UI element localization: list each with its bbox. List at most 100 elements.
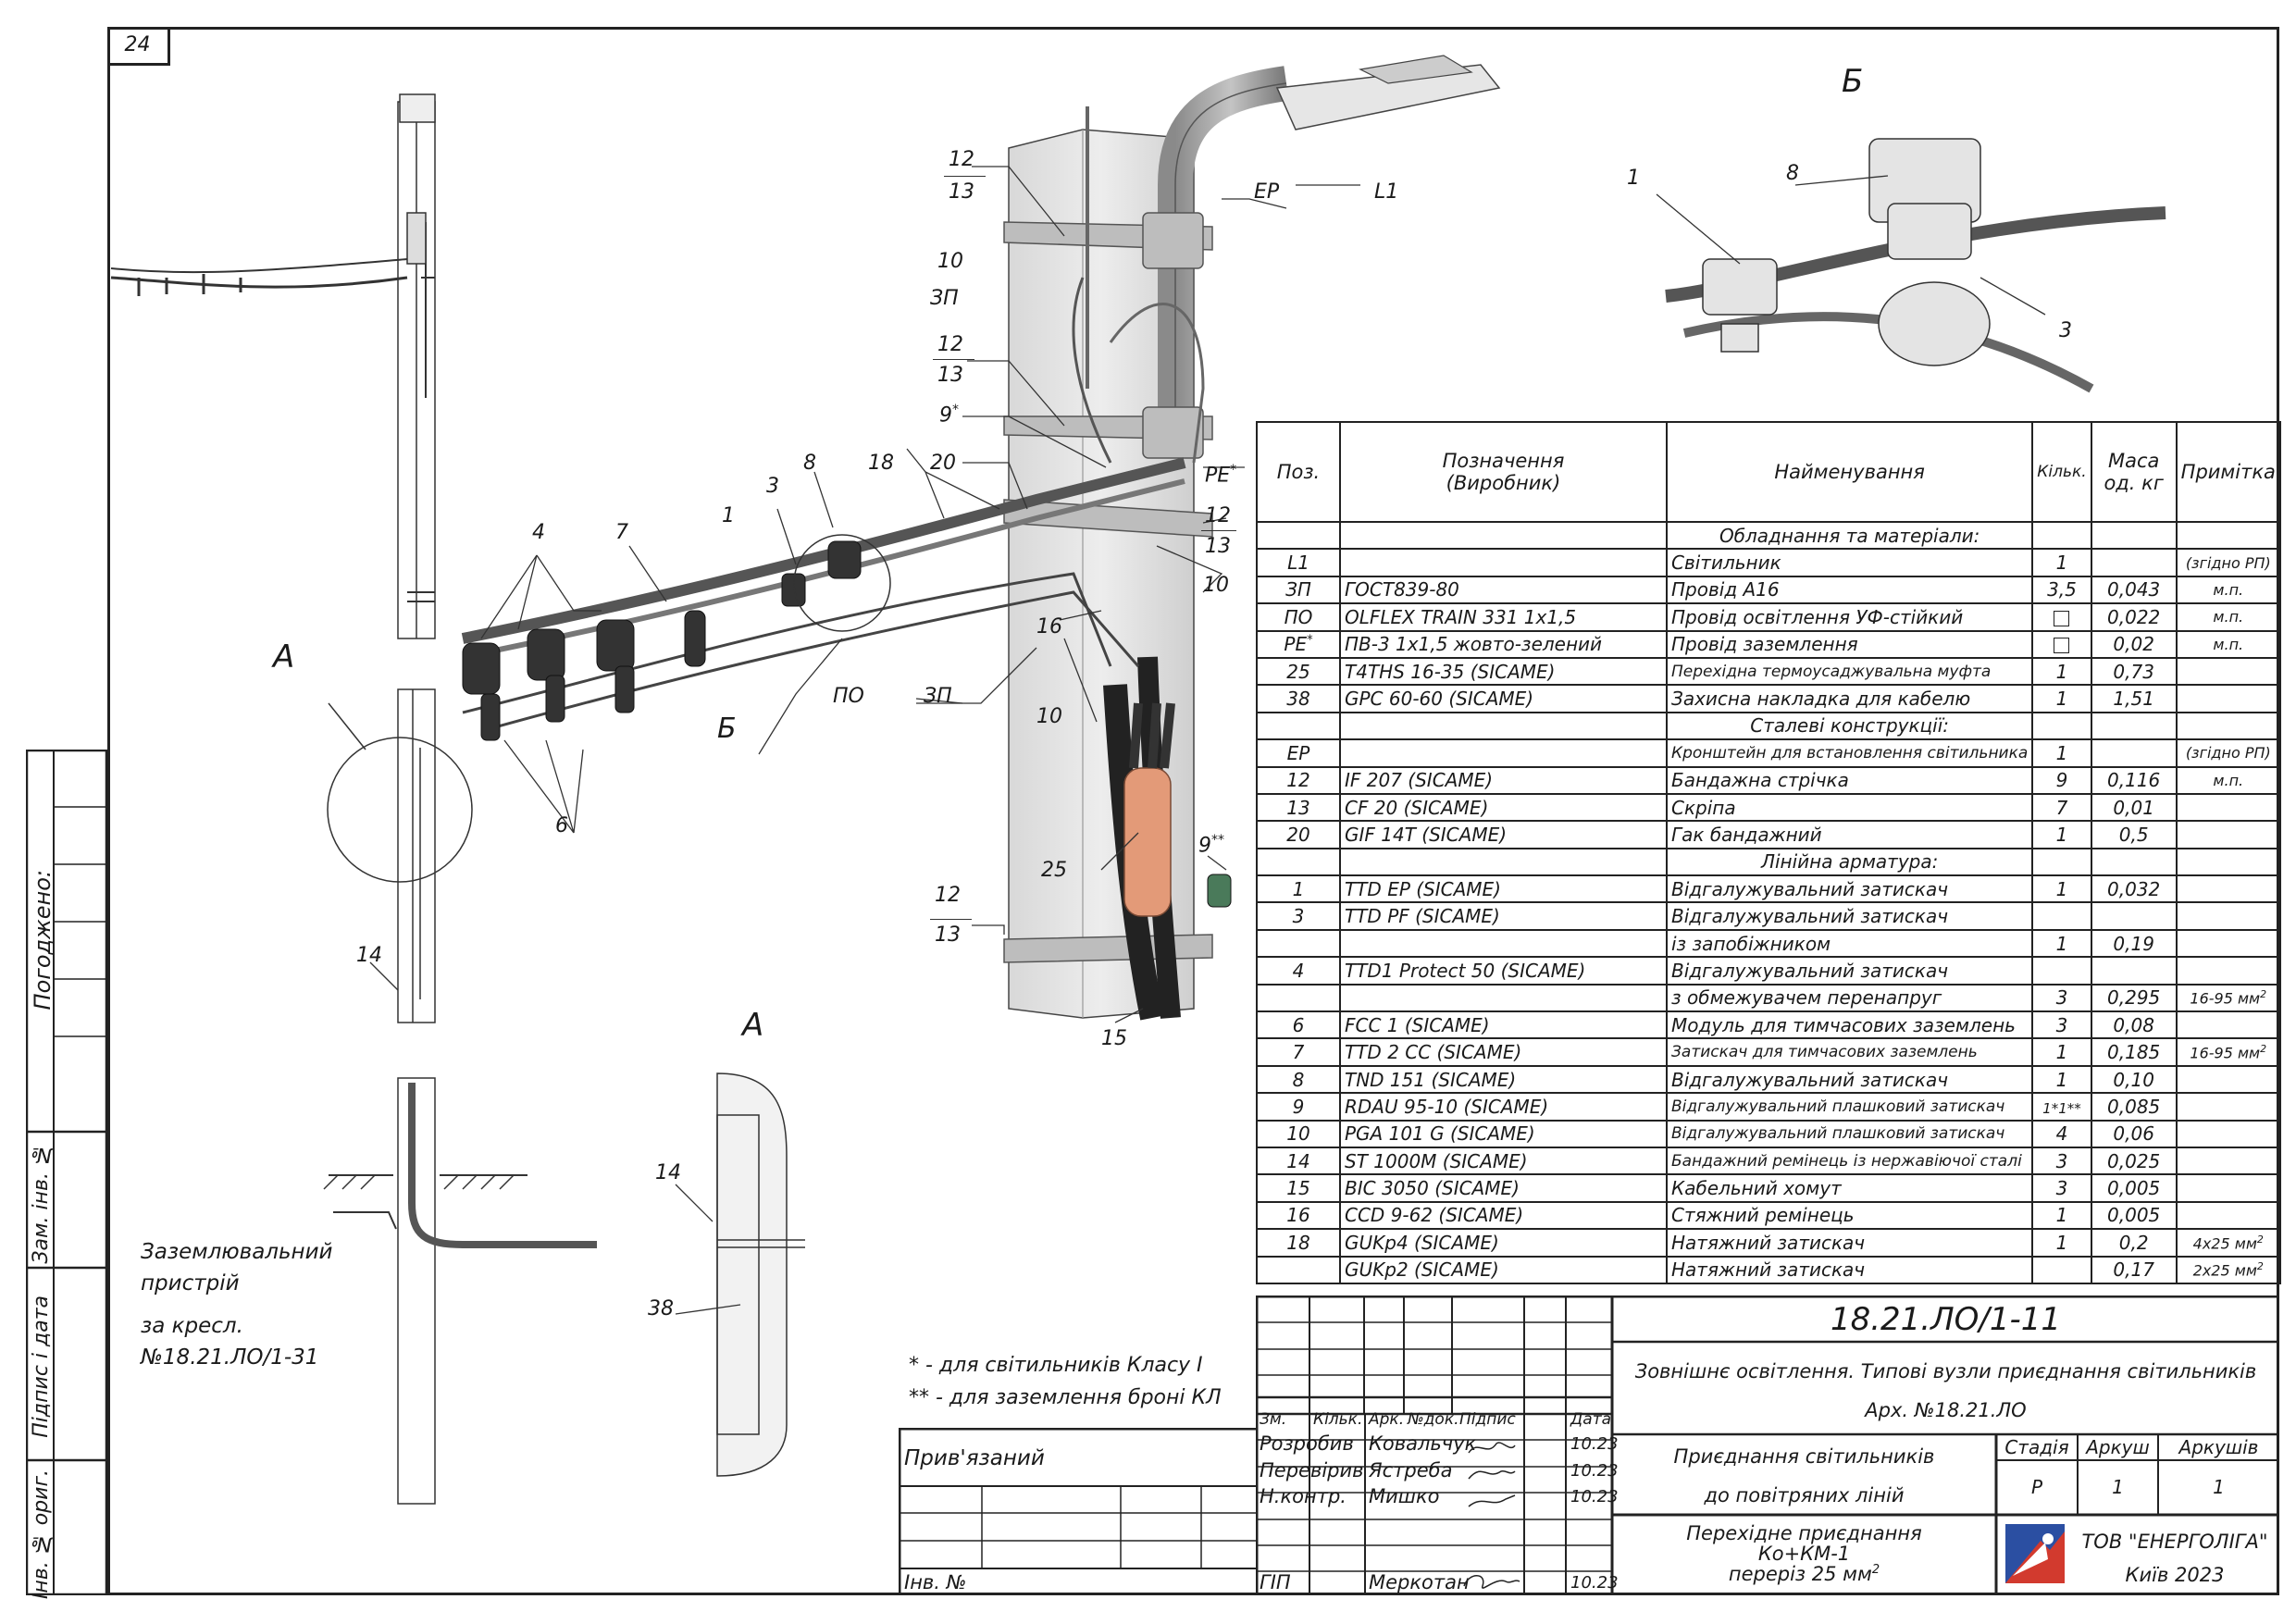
- spec-note: м.п.: [2175, 629, 2281, 659]
- spec-code: GUKp4 (SICAME): [1339, 1228, 1668, 1258]
- spec-pos-text: 4: [1292, 959, 1305, 982]
- spec-note: [2175, 820, 2281, 849]
- spec-qty-text: 1*1**: [2042, 1099, 2081, 1117]
- view-b-callout-1: 1: [1627, 167, 1640, 190]
- spec-code: CCD 9-62 (SICAME): [1339, 1200, 1668, 1231]
- spec-qty: 1*1**: [2031, 1092, 2092, 1122]
- spec-pos: РЕ*: [1256, 629, 1341, 659]
- spec-mass: 0,5: [2090, 820, 2178, 849]
- checkbox-square-icon: [2054, 638, 2070, 654]
- callout-6: 6: [555, 814, 568, 837]
- spec-note-text: 4х25 мм: [2192, 1234, 2257, 1253]
- spec-pos: [1256, 928, 1341, 959]
- spec-note: [2175, 1010, 2281, 1040]
- spec-name: Гак бандажний: [1665, 820, 2034, 849]
- spec-qty-text: 3,5: [2047, 578, 2077, 601]
- spec-name: Відгалужувальний затискач: [1665, 874, 2034, 904]
- spec-pos: [1256, 1255, 1341, 1284]
- header-designation: Позначення(Виробник): [1339, 421, 1668, 523]
- callout-25: 25: [1041, 859, 1067, 882]
- spec-name: Відгалужувальний плашковий затискач: [1665, 1119, 2034, 1148]
- spec-mass: 0,043: [2090, 575, 2178, 605]
- spec-pos: 4: [1256, 956, 1341, 986]
- callout-18: 18: [868, 452, 894, 475]
- role-developed-date: 10.23: [1570, 1434, 1619, 1454]
- spec-name: Провід заземлення: [1665, 629, 2034, 659]
- spec-pos-text: ПО: [1284, 605, 1313, 628]
- spec-mass: 0,005: [2090, 1173, 2178, 1203]
- spec-mass: [2090, 901, 2178, 931]
- spec-name: з обмежувачем перенапруг: [1665, 983, 2034, 1013]
- callout-13a: 13: [949, 180, 974, 204]
- spec-qty-text: 1: [2055, 688, 2068, 711]
- spec-mass: 0,01: [2090, 792, 2178, 823]
- spec-cell-empty: [2090, 711, 2178, 741]
- view-a-detail: [323, 1072, 805, 1505]
- spec-qty: 3: [2031, 1173, 2092, 1203]
- spec-cell-empty: [2175, 847, 2281, 877]
- spec-code: [1339, 738, 1668, 768]
- spec-code: GPC 60-60 (SICAME): [1339, 684, 1668, 713]
- spec-pos: L1: [1256, 548, 1341, 577]
- spec-note: (згідно РП): [2175, 548, 2281, 577]
- role-gip: ГІП: [1260, 1571, 1291, 1593]
- spec-cell-empty: [1339, 711, 1668, 741]
- spec-pos-text: 9: [1292, 1095, 1305, 1118]
- spec-code: T4THS 16-35 (SICAME): [1339, 656, 1668, 687]
- col-pidpys: Підпис: [1459, 1410, 1516, 1429]
- spec-qty: 1: [2031, 1228, 2092, 1258]
- spec-mass: 0,2: [2090, 1228, 2178, 1258]
- spec-cell-empty: [1339, 520, 1668, 551]
- view-a-label-top: А: [273, 638, 295, 676]
- company-name: ТОВ "ЕНЕРГОЛІГА": [2081, 1531, 2268, 1553]
- spec-pos-text: 18: [1286, 1231, 1310, 1254]
- leader-lines: [369, 166, 2046, 1315]
- sheet-label: Аркуш: [2086, 1436, 2150, 1458]
- left-margin-strip: Погоджено: Зам. інв. № Підпис і дата Інв…: [26, 750, 107, 1599]
- spec-qty-text: 3: [2055, 1177, 2068, 1200]
- spec-qty-text: 1: [2055, 932, 2068, 955]
- spec-pos: 12: [1256, 765, 1341, 795]
- spec-code: FCC 1 (SICAME): [1339, 1010, 1668, 1040]
- spec-pos-text: 13: [1286, 796, 1310, 819]
- spec-code: TND 151 (SICAME): [1339, 1064, 1668, 1095]
- spec-name: Провід А16: [1665, 575, 2034, 605]
- spec-note: [2175, 684, 2281, 713]
- spec-note: 16-95 мм2: [2175, 983, 2281, 1013]
- callout-4: 4: [532, 521, 545, 544]
- spec-note-text: 2х25 мм: [2192, 1261, 2257, 1280]
- spec-qty: 1: [2031, 928, 2092, 959]
- role-developed: Розробив: [1260, 1432, 1354, 1455]
- spec-mass: 0,116: [2090, 765, 2178, 795]
- spec-pos: 38: [1256, 684, 1341, 713]
- spec-note: [2175, 956, 2281, 986]
- spec-pos: 13: [1256, 792, 1341, 823]
- header-name: Найменування: [1665, 421, 2034, 523]
- spec-name: Натяжний затискач: [1665, 1228, 2034, 1258]
- left-strip-grid: [26, 750, 107, 1595]
- spec-section-name: Обладнання та матеріали:: [1665, 520, 2034, 551]
- spec-code: GUKp2 (SICAME): [1339, 1255, 1668, 1284]
- spec-code: BIC 3050 (SICAME): [1339, 1173, 1668, 1203]
- callout-12c: 12: [1205, 504, 1231, 527]
- pole-elevation-view: [110, 93, 473, 1023]
- spec-note-text: (згідно РП): [2185, 744, 2271, 762]
- spec-note-sup: 2: [2260, 988, 2267, 1001]
- spec-qty-text: 3: [2055, 986, 2068, 1010]
- spec-qty: 1: [2031, 738, 2092, 768]
- spec-note: [2175, 874, 2281, 904]
- spec-note: 16-95 мм2: [2175, 1037, 2281, 1067]
- spec-mass: [2090, 956, 2178, 986]
- callout-zp2: ЗП: [924, 685, 952, 708]
- spec-pos: 1: [1256, 874, 1341, 904]
- callout-14a: 14: [356, 944, 382, 967]
